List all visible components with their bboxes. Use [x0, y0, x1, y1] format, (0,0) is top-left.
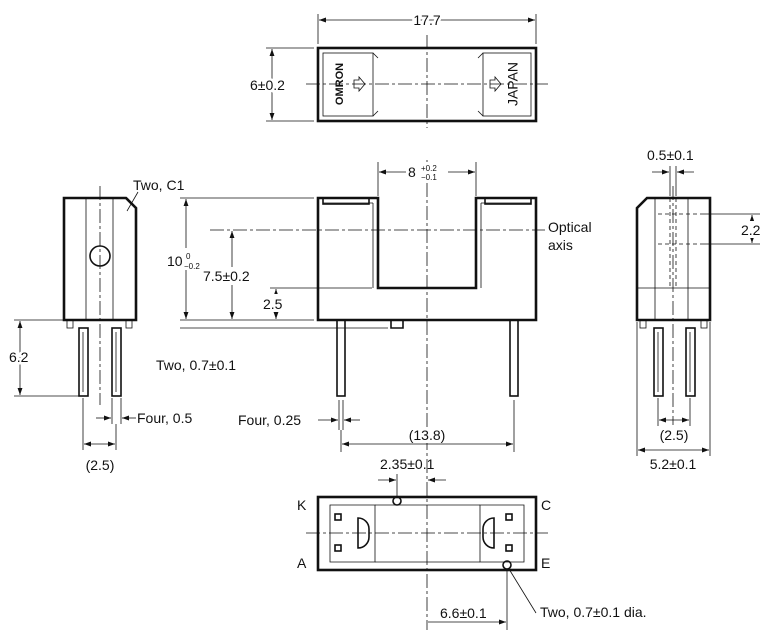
slot-width-tol-lower: −0.1 — [421, 173, 437, 182]
pad-k — [334, 513, 342, 521]
base-height-dim: 2.5 — [263, 296, 283, 312]
top-view-arrow-right-icon — [489, 75, 502, 93]
top-view-left-window — [322, 52, 374, 117]
mount-hole-top — [392, 496, 402, 506]
optical-axis-label-1: Optical — [548, 219, 592, 235]
lead-length-dim: 6.2 — [9, 349, 29, 365]
left-hole-dia-label: Two, 0.7±0.1 — [156, 357, 236, 373]
height-tol-lower: −0.2 — [184, 262, 200, 271]
top-height-dim: 6±0.2 — [250, 77, 285, 93]
height-tol-upper: 0 — [186, 252, 191, 261]
mount-hole-bottom — [502, 560, 512, 570]
pin-k-label: K — [297, 497, 307, 513]
right-view-lead-1 — [653, 327, 664, 397]
optical-axis-label-2: axis — [548, 237, 573, 253]
hole-offset-dim: 2.35±0.1 — [380, 456, 435, 472]
right-lead-pitch-dim: (2.5) — [660, 427, 689, 443]
omron-logo: OMRON — [334, 63, 346, 105]
aperture-height-dim: 2.2 — [741, 222, 761, 238]
left-view-lead-2 — [111, 327, 122, 397]
right-view-body — [635, 196, 712, 322]
bottom-view: K C A E 2.35±0.1 6.6±0.1 Two, 0.7±0.1 di… — [297, 456, 647, 630]
lead-width-dim: Four, 0.5 — [137, 410, 192, 426]
aperture-dim: 0.5±0.1 — [647, 147, 694, 163]
left-view: Two, C1 6.2 Four, 0.5 (2.5) Two, 0.7±0.1 — [7, 177, 237, 473]
emitter-dome — [357, 517, 370, 549]
pad-a — [334, 544, 342, 552]
lead-span-dim: (13.8) — [409, 427, 446, 443]
front-lead-right — [509, 319, 519, 397]
front-left-emitter-cap — [322, 197, 370, 205]
front-view: Optical axis 8 +0.2 −0.1 10 0 −0.2 7.5±0… — [164, 160, 592, 630]
right-view-stud-right — [700, 319, 708, 329]
bottom-hole-dia-label: Two, 0.7±0.1 dia. — [540, 604, 647, 620]
slot-width-tol-upper: +0.2 — [421, 164, 437, 173]
left-view-lead-1 — [78, 327, 89, 397]
japan-label: JAPAN — [505, 62, 521, 106]
front-view-stud — [390, 320, 404, 329]
right-view: 0.5±0.1 2.2 (2.5) 5.2±0.1 — [635, 147, 766, 472]
lead-thickness-dim: Four, 0.25 — [238, 412, 301, 428]
bottom-right-recess — [479, 504, 525, 563]
right-width-dim: 5.2±0.1 — [650, 456, 697, 472]
hole-spacing-dim: 6.6±0.1 — [440, 605, 487, 621]
left-lead-pitch-dim: (2.5) — [86, 457, 115, 473]
bottom-view-body — [316, 495, 538, 572]
slot-width-dim: 8 — [408, 164, 416, 180]
pin-c-label: C — [541, 497, 551, 513]
top-view: OMRON JAPAN 17.7 6±0.2 — [248, 10, 548, 128]
axis-height-dim: 7.5±0.2 — [203, 268, 250, 284]
front-right-detector-cap — [484, 197, 532, 205]
left-view-body — [62, 196, 138, 322]
pad-c — [505, 513, 513, 521]
right-view-lead-2 — [685, 327, 696, 397]
pad-e — [505, 544, 513, 552]
left-view-hole — [89, 245, 111, 267]
left-view-stud-right — [125, 319, 133, 329]
top-view-arrow-left-icon — [353, 75, 366, 93]
right-view-stud-left — [639, 319, 647, 329]
pin-a-label: A — [297, 555, 307, 571]
left-view-stud-left — [66, 319, 74, 329]
top-view-right-window — [482, 52, 532, 117]
chamfer-label: Two, C1 — [133, 177, 185, 193]
detector-dome — [482, 517, 495, 549]
top-width-dim: 17.7 — [413, 12, 440, 28]
pin-e-label: E — [541, 555, 550, 571]
height-dim: 10 — [167, 253, 183, 269]
front-lead-left — [336, 319, 346, 397]
